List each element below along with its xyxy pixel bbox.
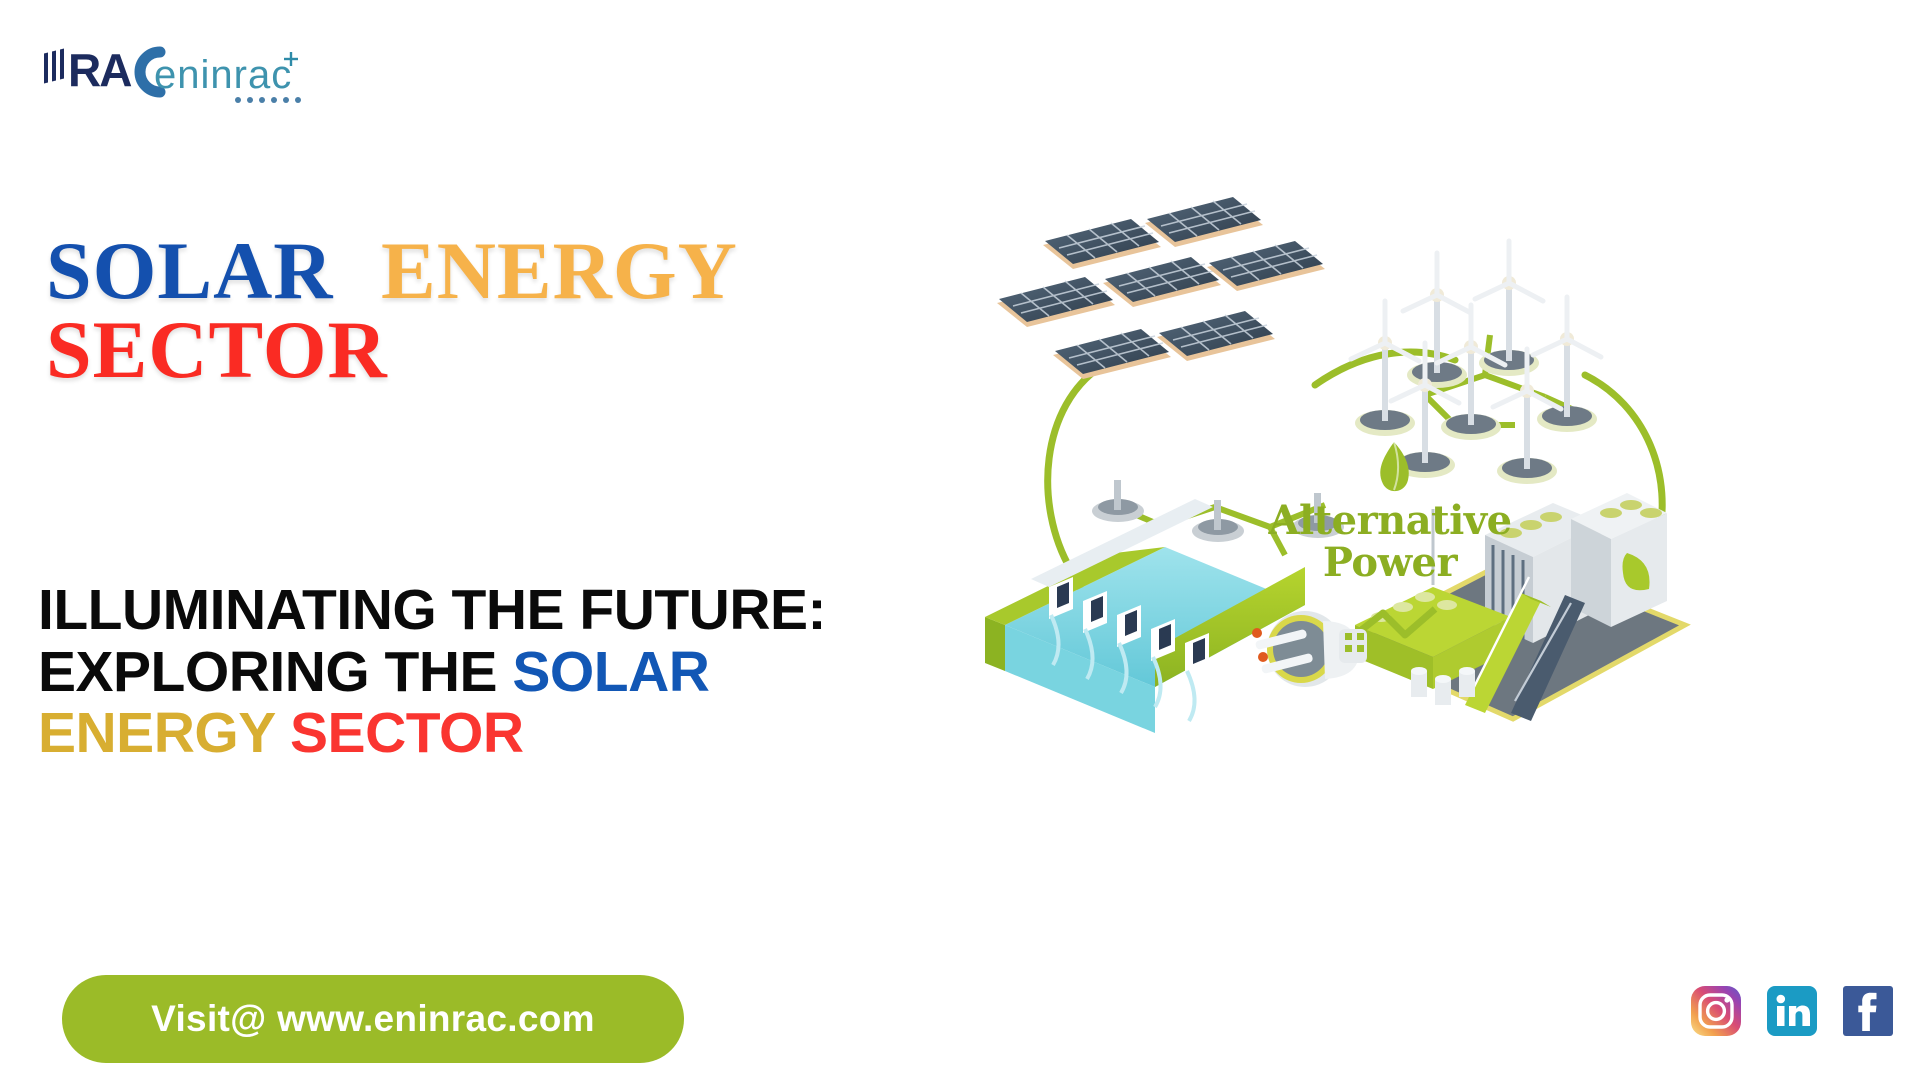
subheading-solar: SOLAR (512, 639, 710, 704)
headline-solar: SOLAR (46, 225, 334, 316)
brand-logo-icon: RA eninrac (44, 44, 301, 103)
leaf-icon (1375, 440, 1413, 496)
page-title: SOLAR ENERGY SECTOR (46, 230, 738, 395)
visit-website-label: Visit@ www.eninrac.com (151, 998, 595, 1039)
instagram-icon[interactable] (1690, 985, 1742, 1037)
headline-line-1: SOLAR ENERGY (46, 230, 738, 312)
hydroelectric-dam (985, 499, 1305, 733)
social-links (1690, 985, 1894, 1037)
solar-panel-array (997, 197, 1344, 557)
linkedin-icon[interactable] (1766, 985, 1818, 1037)
brand-logo[interactable]: RA eninrac (42, 36, 322, 108)
illustration-caption: Alternative Power (1245, 500, 1535, 583)
subheading-sector: SECTOR (290, 701, 524, 766)
caption-line-2: Power (1322, 538, 1458, 586)
subheading: ILLUMINATING THE FUTURE: EXPLORING THE S… (38, 578, 828, 766)
svg-text:RA: RA (68, 44, 131, 96)
visit-website-button[interactable]: Visit@ www.eninrac.com (62, 975, 684, 1063)
headline-energy: ENERGY (381, 225, 738, 316)
subheading-energy: ENERGY (38, 701, 291, 766)
wind-turbine-farm (1348, 238, 1604, 484)
renewable-energy-illustration (985, 175, 1745, 735)
facebook-icon[interactable] (1842, 985, 1894, 1037)
svg-text:eninrac: eninrac (154, 53, 292, 97)
subheading-lead: ILLUMINATING THE FUTURE: EXPLORING THE (38, 578, 827, 704)
green-power-plant (1339, 493, 1691, 722)
headline-sector: SECTOR (46, 303, 388, 395)
electric-plug (1252, 606, 1438, 687)
caption-line-1: Alternative (1268, 497, 1512, 544)
